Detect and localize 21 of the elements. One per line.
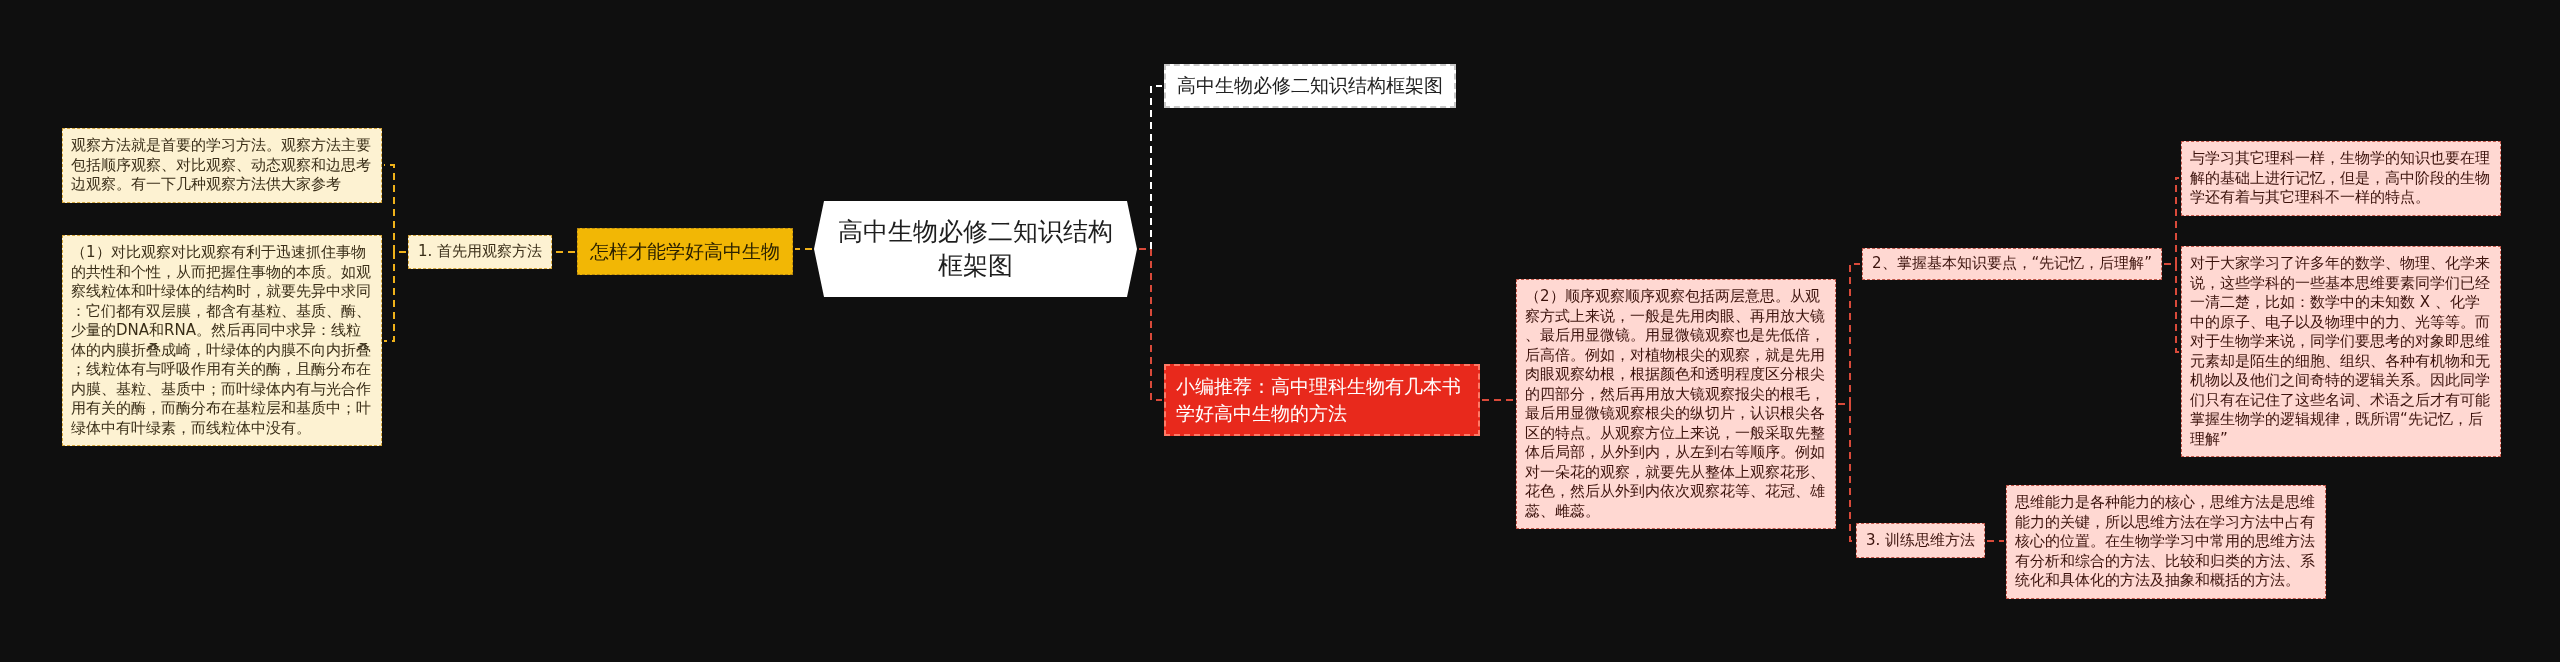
topic-box: 怎样才能学好高中生物 bbox=[577, 228, 793, 275]
connector-line bbox=[1837, 403, 1855, 542]
subtopic-box: 3. 训练思维方法 bbox=[1856, 523, 1986, 558]
text-box: （1）对比观察对比观察有利于迅速抓住事物的共性和个性，从而把握住事物的本质。如观察线粒体和叶绿体的结构时，就要先异中求同：它们都有双层膜，都含有基粒、基质、酶、少量的DNA和RNA。然后再同中求异：线粒体的内膜折叠成崎，叶绿体的内膜不向内折叠；线粒体有与呼吸作用有关的酶，且酶分布在内膜、基粒、基质中；而叶绿体内有与光合作用有关的酶，而酶分布在基粒层和基质中；叶绿体中有叶绿素，而线粒体中没有。 bbox=[62, 235, 382, 446]
connector-line bbox=[1481, 399, 1515, 401]
connector-line bbox=[553, 251, 576, 253]
text-box: 对于大家学习了许多年的数学、物理、化学来说，这些学科的一些基本思维要素同学们已经一清二楚，比如：数学中的未知数 X 、化学中的原子、电子以及物理中的力、光等等。而对于生物学来说，同学们要思考的对象即思维元素却是陌生的细胞、组织、各种有机物和无机物以及他们之间奇特的逻辑关系。因此同学们只有在记住了这些名词、术语之后才有可能掌握生物学的逻辑规律，既所谓“先记忆，后理解” bbox=[2181, 246, 2501, 457]
connector-line bbox=[383, 251, 407, 342]
topic-box: 小编推荐：高中理科生物有几本书学好高中生物的方法 bbox=[1164, 364, 1480, 436]
text-box: 与学习其它理科一样，生物学的知识也要在理解的基础上进行记忆，但是，高中阶段的生物学还有着与其它理科不一样的特点。 bbox=[2181, 141, 2501, 216]
text-box: 思维能力是各种能力的核心，思维方法是思维能力的关键，所以思维方法在学习方法中占有核心的位置。在生物学学习中常用的思维方法有分析和综合的方法、比较和归类的方法、系统化和具体化的方法及抽象和概括的方法。 bbox=[2006, 485, 2326, 599]
connector-line bbox=[1986, 540, 2005, 542]
connector-line bbox=[2163, 263, 2180, 353]
connector-line bbox=[1138, 248, 1163, 401]
text-box: （2）顺序观察顺序观察包括两层意思。从观察方式上来说，一般是先用肉眼、再用放大镜、最后用显微镜。用显微镜观察也是先低倍，后高倍。例如，对植物根尖的观察，就是先用肉眼观察幼根，根据颜色和透明程度区分根尖的四部分，然后再用放大镜观察报尖的根毛，最后用显微镜观察根尖的纵切片，认识根尖各区的特点。从观察方位上来说，一般采取先整体后局部，从外到内，从左到右等顺序。例如对一朵花的观察，就要先从整体上观察花形、花色，然后从外到内依次观察花等、花冠、雄蕊、雌蕊。 bbox=[1516, 279, 1836, 529]
central-topic: 高中生物必修二知识结构框架图 bbox=[814, 201, 1137, 297]
title-box: 高中生物必修二知识结构框架图 bbox=[1164, 64, 1456, 108]
text-box: 观察方法就是首要的学习方法。观察方法主要包括顺序观察、对比观察、动态观察和边思考边观察。有一下几种观察方法供大家参考 bbox=[62, 128, 382, 203]
connector-line bbox=[794, 248, 813, 250]
subtopic-box: 1. 首先用观察方法 bbox=[407, 235, 552, 269]
subtopic-box: 2、掌握基本知识要点，“先记忆，后理解” bbox=[1862, 248, 2163, 280]
